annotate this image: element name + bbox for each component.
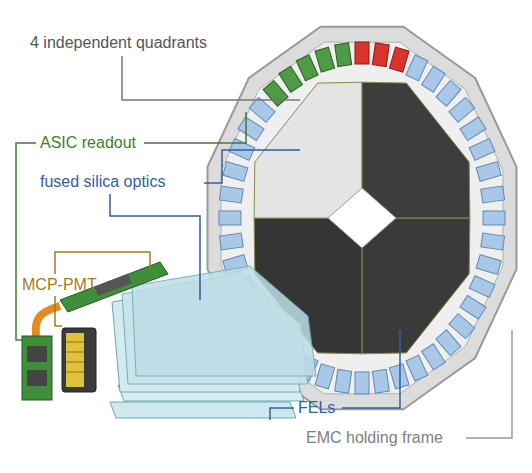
- readout-module: [355, 372, 369, 394]
- readout-module: [223, 162, 248, 182]
- readout-module: [335, 43, 352, 67]
- beam-opening: [328, 188, 396, 248]
- quadrant: [362, 82, 470, 218]
- readout-module: [389, 47, 409, 72]
- readout-module: [249, 97, 275, 122]
- leader-lines: [16, 56, 512, 438]
- readout-module: [436, 80, 461, 106]
- fused-silica-plates: [110, 266, 316, 418]
- part-label: FELs: [296, 399, 337, 417]
- readout-module: [483, 211, 505, 225]
- readout-module: [476, 255, 501, 275]
- readout-module: [389, 364, 409, 389]
- readout-module: [481, 186, 505, 203]
- readout-module: [372, 43, 389, 67]
- readout-module: [406, 55, 428, 81]
- readout-module: [481, 233, 505, 250]
- readout-module: [469, 139, 495, 161]
- readout-module: [263, 80, 288, 106]
- readout-module: [219, 211, 241, 225]
- part-label: MCP-PMT: [20, 276, 99, 294]
- readout-module: [476, 162, 501, 182]
- readout-module: [422, 66, 446, 92]
- readout-module: [449, 314, 475, 339]
- readout-module: [315, 364, 335, 389]
- readout-module: [469, 276, 495, 298]
- readout-module: [219, 233, 243, 250]
- readout-module: [436, 330, 461, 356]
- part-label: EMC holding frame: [304, 429, 445, 447]
- readout-module: [422, 344, 446, 370]
- readout-module: [335, 369, 352, 393]
- readout-module: [460, 295, 486, 319]
- part-label: 4 independent quadrants: [28, 34, 209, 52]
- readout-module: [449, 97, 475, 122]
- readout-module: [219, 186, 243, 203]
- readout-module: [279, 66, 303, 92]
- readout-module: [372, 369, 389, 393]
- part-label: ASIC readout: [38, 134, 138, 152]
- mcp-pmt-module: [62, 328, 96, 392]
- readout-module: [315, 47, 335, 72]
- readout-module: [355, 42, 369, 64]
- readout-module: [296, 55, 318, 81]
- readout-module: [460, 117, 486, 141]
- part-label: fused silica optics: [38, 173, 167, 191]
- quadrant: [362, 218, 470, 354]
- readout-module: [238, 117, 264, 141]
- readout-module: [406, 355, 428, 381]
